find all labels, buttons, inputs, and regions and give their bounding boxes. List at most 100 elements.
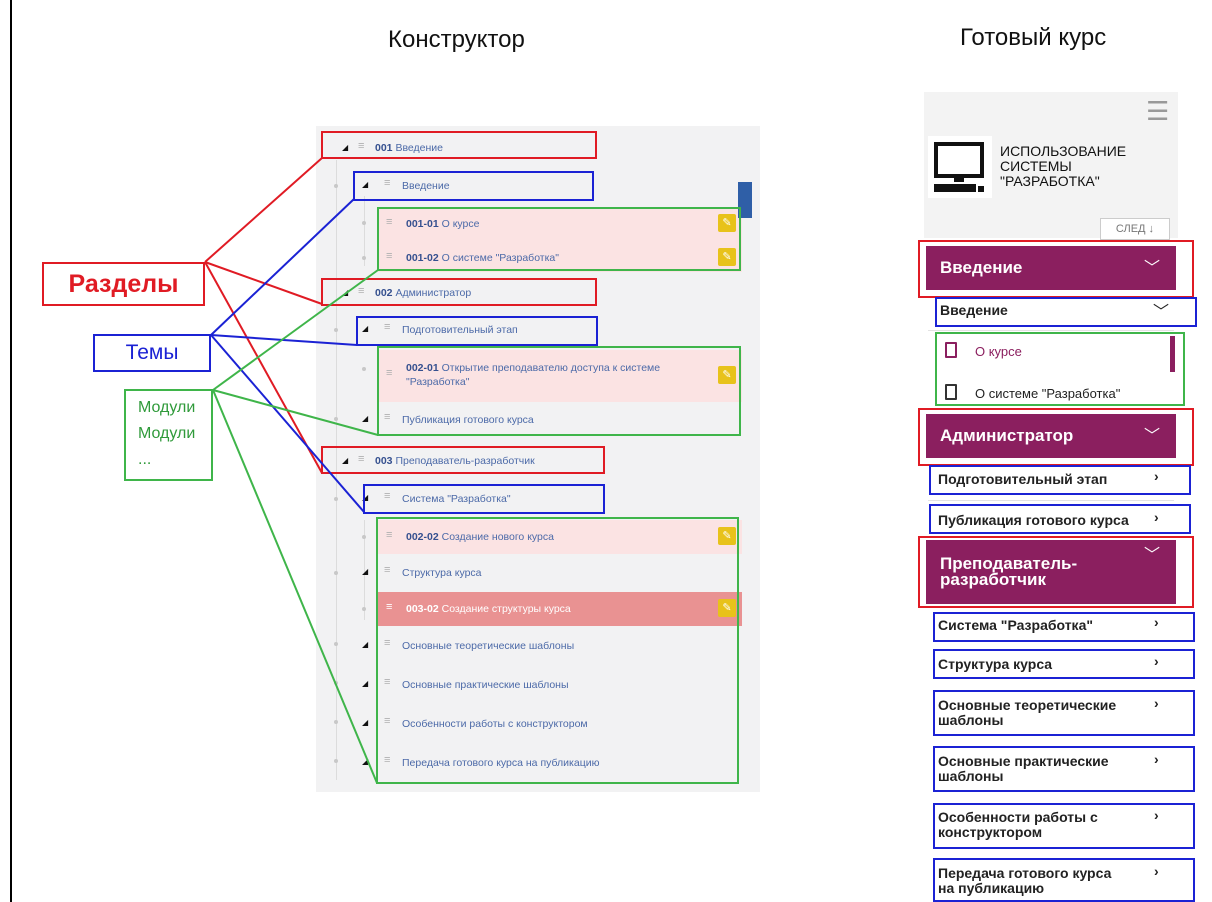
connector-line-green <box>212 389 379 436</box>
connector-line-green <box>212 269 379 391</box>
course-section-admin[interactable]: Администратор ﹀ <box>926 414 1176 458</box>
topic-transfer[interactable]: Передача готового курса на публикацию <box>402 757 600 769</box>
course-module-about[interactable]: О курсе <box>975 344 1022 359</box>
collapse-triangle-icon[interactable]: ◢ <box>342 456 349 465</box>
course-topic-label: на публикацию <box>938 880 1045 896</box>
course-topic-system[interactable]: Система "Разработка" <box>938 617 1093 633</box>
drag-handle-icon[interactable]: ≡ <box>384 754 391 766</box>
drag-handle-icon[interactable]: ≡ <box>386 529 393 541</box>
collapse-triangle-icon[interactable]: ◢ <box>362 679 369 688</box>
connector-line-blue <box>210 334 358 346</box>
topic-prep[interactable]: Подготовительный этап <box>402 324 518 336</box>
edit-pencil-icon[interactable]: ✎ <box>718 214 736 232</box>
chevron-down-icon[interactable]: ﹀ <box>1153 304 1170 321</box>
topic-box <box>933 649 1195 679</box>
tree-dot <box>362 221 366 225</box>
edit-pencil-icon[interactable]: ✎ <box>718 248 736 266</box>
hamburger-menu-icon[interactable]: ☰ <box>1146 96 1170 126</box>
edit-pencil-icon[interactable]: ✎ <box>718 527 736 545</box>
course-topic-label: конструктором <box>938 824 1043 840</box>
tree-guide-line <box>364 520 365 620</box>
module-001-01[interactable]: 001-01 О курсе <box>406 218 480 230</box>
topic-features[interactable]: Особенности работы с конструктором <box>402 718 588 730</box>
drag-handle-icon[interactable]: ≡ <box>384 321 391 333</box>
course-topic-publish[interactable]: Публикация готового курса <box>938 512 1129 528</box>
course-topic-prep[interactable]: Подготовительный этап <box>938 471 1107 487</box>
chevron-right-icon[interactable]: › <box>1154 863 1159 879</box>
chevron-right-icon[interactable]: › <box>1154 468 1159 484</box>
tree-dot <box>334 571 338 575</box>
course-section-intro[interactable]: Введение ﹀ <box>926 246 1176 290</box>
section-003[interactable]: 003 Преподаватель-разработчик <box>375 455 535 467</box>
drag-handle-icon[interactable]: ≡ <box>384 676 391 688</box>
chevron-right-icon[interactable]: › <box>1154 751 1159 767</box>
module-002-02[interactable]: 002-02 Создание нового курса <box>406 531 554 543</box>
drag-handle-icon[interactable]: ≡ <box>386 367 393 379</box>
next-button[interactable]: СЛЕД ↓ <box>1100 218 1170 240</box>
course-topic-label: Основные теоретические <box>938 697 1117 713</box>
course-module-system[interactable]: О системе "Разработка" <box>975 386 1121 401</box>
topic-structure[interactable]: Структура курса <box>402 567 482 579</box>
collapse-triangle-icon[interactable]: ◢ <box>362 640 369 649</box>
section-002[interactable]: 002 Администратор <box>375 287 472 299</box>
collapse-triangle-icon[interactable]: ◢ <box>362 324 369 333</box>
module-001-02[interactable]: 001-02 О системе "Разработка" <box>406 252 559 264</box>
collapse-triangle-icon[interactable]: ◢ <box>342 143 349 152</box>
module-002-01[interactable]: 002-01 Открытие преподавателю доступа к … <box>406 362 661 388</box>
divider <box>928 330 1174 331</box>
course-topic-structure[interactable]: Структура курса <box>938 656 1052 672</box>
course-topic-intro[interactable]: Введение <box>940 302 1008 318</box>
topic-box <box>935 297 1197 327</box>
drag-handle-icon[interactable]: ≡ <box>386 216 393 228</box>
chevron-right-icon[interactable]: › <box>1154 695 1159 711</box>
section-box <box>321 446 605 474</box>
module-003-02[interactable]: 003-02 Создание структуры курса <box>406 603 571 615</box>
drag-handle-icon[interactable]: ≡ <box>384 177 391 189</box>
chevron-right-icon[interactable]: › <box>1154 807 1159 823</box>
chevron-right-icon[interactable]: › <box>1154 614 1159 630</box>
drag-handle-icon[interactable]: ≡ <box>358 453 365 465</box>
drag-handle-icon[interactable]: ≡ <box>386 601 393 613</box>
section-box <box>918 536 1194 608</box>
topic-intro[interactable]: Введение <box>402 180 450 192</box>
drag-handle-icon[interactable]: ≡ <box>358 285 365 297</box>
collapse-triangle-icon[interactable]: ◢ <box>342 288 349 297</box>
drag-handle-icon[interactable]: ≡ <box>384 490 391 502</box>
tree-dot <box>334 759 338 763</box>
section-001[interactable]: 001 Введение <box>375 142 443 154</box>
topic-practice[interactable]: Основные практические шаблоны <box>402 679 569 691</box>
drag-handle-icon[interactable]: ≡ <box>384 411 391 423</box>
topic-publish[interactable]: Публикация готового курса <box>402 414 534 426</box>
topic-theory[interactable]: Основные теоретические шаблоны <box>402 640 575 652</box>
connector-line-red <box>204 261 323 474</box>
chevron-right-icon[interactable]: › <box>1154 653 1159 669</box>
sections-label: Разделы <box>42 262 205 306</box>
scrollbar-thumb[interactable] <box>738 182 752 218</box>
drag-handle-icon[interactable]: ≡ <box>358 140 365 152</box>
chevron-right-icon[interactable]: › <box>1154 509 1159 525</box>
collapse-triangle-icon[interactable]: ◢ <box>362 414 369 423</box>
collapse-triangle-icon[interactable]: ◢ <box>362 567 369 576</box>
course-section-teacher[interactable]: Преподаватель-разработчик ﹀ <box>926 540 1176 604</box>
drag-handle-icon[interactable]: ≡ <box>386 250 393 262</box>
connector-line-green <box>212 389 378 784</box>
tree-dot <box>362 607 366 611</box>
collapse-triangle-icon[interactable]: ◢ <box>362 757 369 766</box>
drag-handle-icon[interactable]: ≡ <box>384 715 391 727</box>
section-box <box>918 240 1194 298</box>
drag-handle-icon[interactable]: ≡ <box>384 564 391 576</box>
edit-pencil-icon[interactable]: ✎ <box>718 599 736 617</box>
edit-pencil-icon[interactable]: ✎ <box>718 366 736 384</box>
collapse-triangle-icon[interactable]: ◢ <box>362 180 369 189</box>
course-section-label: разработчик <box>940 570 1046 589</box>
collapse-triangle-icon[interactable]: ◢ <box>362 718 369 727</box>
course-topic-label: Публикация готового курса <box>938 512 1129 528</box>
topic-system[interactable]: Система "Разработка" <box>402 493 511 505</box>
diagram-frame <box>10 0 1212 902</box>
collapse-triangle-icon[interactable]: ◢ <box>362 493 369 502</box>
drag-handle-icon[interactable]: ≡ <box>384 637 391 649</box>
